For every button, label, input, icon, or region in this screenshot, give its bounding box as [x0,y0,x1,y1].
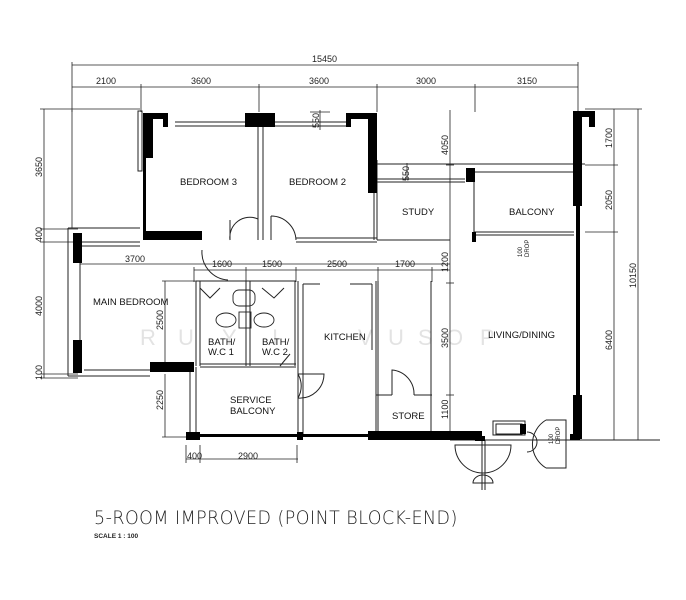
dim-top-2: 3600 [191,76,211,86]
svg-text:V: V [358,325,373,350]
svg-text:U: U [178,325,194,350]
dim-row2-1: 1600 [212,259,232,269]
room-study: STUDY [402,207,435,218]
room-bath-wc-1-line2: W.C 1 [208,347,234,358]
dim-top-4: 3000 [416,76,436,86]
svg-text:U: U [388,325,404,350]
svg-text:S: S [418,325,433,350]
dim-right-2050: 2050 [604,190,614,210]
toilet-fixtures [215,289,275,329]
svg-text:P: P [480,325,495,350]
dimension-lines [40,62,642,463]
plan-scale: SCALE 1 : 100 [94,533,139,540]
balcony-drop-value: 100 [518,246,524,257]
room-bath-wc-1-line1: BATH/ [208,337,236,348]
door-swings [199,215,567,484]
thick-walls [73,111,595,441]
room-balcony: BALCONY [509,207,555,218]
dim-row2-4: 1700 [395,259,415,269]
dim-row2-3: 2500 [327,259,347,269]
dim-row2-2: 1500 [262,259,282,269]
room-labels: BEDROOM 3 BEDROOM 2 STUDY BALCONY MAIN B… [93,177,555,422]
svg-text:R: R [140,325,156,350]
plan-title: 5-ROOM IMPROVED (POINT BLOCK-END) [94,507,458,529]
dim-main-bedroom-width: 3700 [125,254,145,264]
entrance-drop-value: 100 [549,433,555,444]
dim-top-1: 2100 [96,76,116,86]
dim-left-4000: 4000 [34,296,44,316]
dim-550-top: 550 [311,113,321,128]
room-bedroom-2: BEDROOM 2 [289,177,346,188]
dim-left-2250: 2250 [155,390,165,410]
dim-bottom-2900: 2900 [238,451,258,461]
svg-text:Y: Y [222,325,237,350]
entrance-drop-label: DROP [556,427,562,444]
balcony-drop-label: DROP [525,240,531,257]
thin-walls [67,110,660,490]
dim-right-total: 10150 [628,263,638,288]
watermark: R U Y I V U S O P [140,325,495,350]
room-bath-wc-2-line1: BATH/ [262,337,290,348]
room-living-dining: LIVING/DINING [488,330,555,341]
dim-top-3: 3600 [309,76,329,86]
dim-bottom-400: 400 [187,451,202,461]
room-bath-wc-2-line2: W.C 2 [262,347,288,358]
dim-left-3650: 3650 [34,157,44,177]
dim-mid-1200: 1200 [440,252,450,272]
room-store: STORE [392,411,425,422]
dim-550-study: 550 [401,166,411,181]
drop-notes: 100 DROP 100 DROP [518,240,562,444]
dim-left-2500: 2500 [155,310,165,330]
dimension-labels: 15450 2100 3600 3600 3000 3150 550 550 4… [34,54,638,461]
dim-mid-1100: 1100 [440,400,450,419]
room-main-bedroom: MAIN BEDROOM [93,297,169,308]
dim-mid-3500: 3500 [440,328,450,348]
svg-text:I: I [272,325,278,350]
dim-top-5: 3150 [517,76,537,86]
dim-left-100: 100 [34,365,44,380]
room-service-balcony-line1: SERVICE [230,395,272,406]
dim-left-400: 400 [34,227,44,242]
room-bedroom-3: BEDROOM 3 [180,177,237,188]
dim-4050: 4050 [440,135,450,155]
room-kitchen: KITCHEN [324,332,366,343]
dim-top-total: 15450 [312,54,337,64]
dim-right-1700: 1700 [604,128,614,148]
dim-right-6400: 6400 [604,330,614,350]
room-service-balcony-line2: BALCONY [230,406,276,417]
